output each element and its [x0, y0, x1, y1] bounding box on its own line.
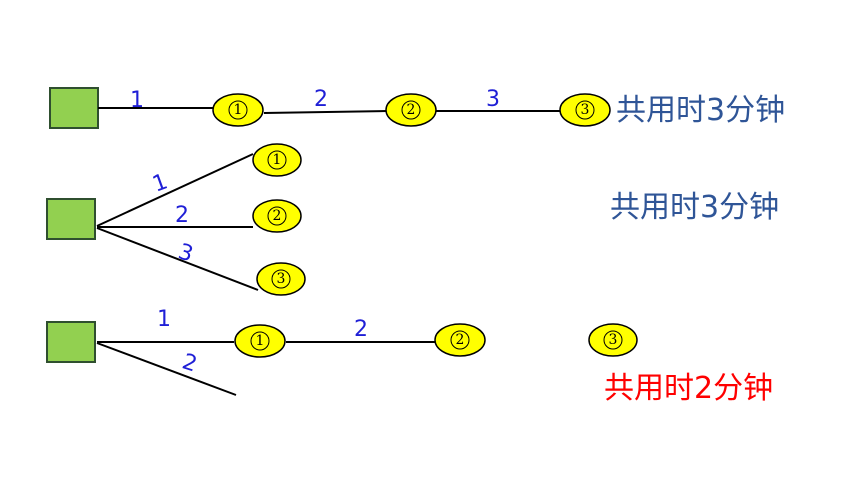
row-2-caption: 共用时3分钟 — [610, 190, 779, 225]
row-1-edge-label-1: 1 — [130, 88, 144, 113]
row-1-node-1: 1 — [212, 93, 264, 127]
row-3-node-1-label: 1 — [256, 333, 265, 349]
row-2-edge-label-1: 1 — [149, 169, 171, 197]
row-2-node-1: 1 — [252, 143, 302, 177]
row-2: 1 2 3 1 2 3 共用时3分钟 — [46, 143, 779, 296]
row-3: 1 2 2 1 2 3 共用时2分钟 — [46, 307, 773, 406]
row-3-node-3: 3 — [588, 323, 638, 357]
row-3-caption: 共用时2分钟 — [604, 371, 773, 406]
row-1-node-1-label: 1 — [234, 102, 243, 118]
row-3-node-2-label: 2 — [456, 332, 465, 348]
row-1-caption: 共用时3分钟 — [616, 93, 785, 128]
row-2-edge-label-3: 3 — [175, 239, 196, 267]
row-2-node-3-label: 3 — [277, 271, 286, 287]
row-2-edge-label-2: 2 — [175, 203, 189, 228]
row-1-node-2-label: 2 — [407, 102, 416, 118]
row-1-start-square — [49, 87, 99, 129]
row-3-start-square — [46, 321, 96, 363]
row-3-edge-label-3: 2 — [179, 349, 200, 377]
row-2-edge-1 — [96, 153, 254, 227]
row-3-edge-label-2: 2 — [354, 317, 368, 342]
row-1-edge-label-3: 3 — [486, 87, 500, 112]
row-3-edge-label-1: 1 — [157, 307, 171, 332]
row-1-edge-2 — [263, 110, 388, 114]
row-1: 1 2 3 1 2 3 共用时3分钟 — [49, 87, 785, 129]
row-3-node-3-label: 3 — [609, 332, 618, 348]
row-1-edge-label-2: 2 — [314, 87, 328, 112]
row-2-node-2: 2 — [252, 199, 302, 233]
row-1-node-3-label: 3 — [581, 102, 590, 118]
row-2-node-3: 3 — [256, 262, 306, 296]
row-3-node-2: 2 — [434, 323, 486, 357]
row-1-node-2: 2 — [385, 93, 437, 127]
row-2-start-square — [46, 198, 96, 240]
row-2-edge-3 — [96, 227, 259, 291]
row-1-node-3: 3 — [559, 93, 611, 127]
row-2-node-1-label: 1 — [273, 152, 282, 168]
row-3-edge-3 — [96, 342, 237, 396]
row-3-node-1: 1 — [234, 324, 286, 358]
row-2-node-2-label: 2 — [273, 208, 282, 224]
